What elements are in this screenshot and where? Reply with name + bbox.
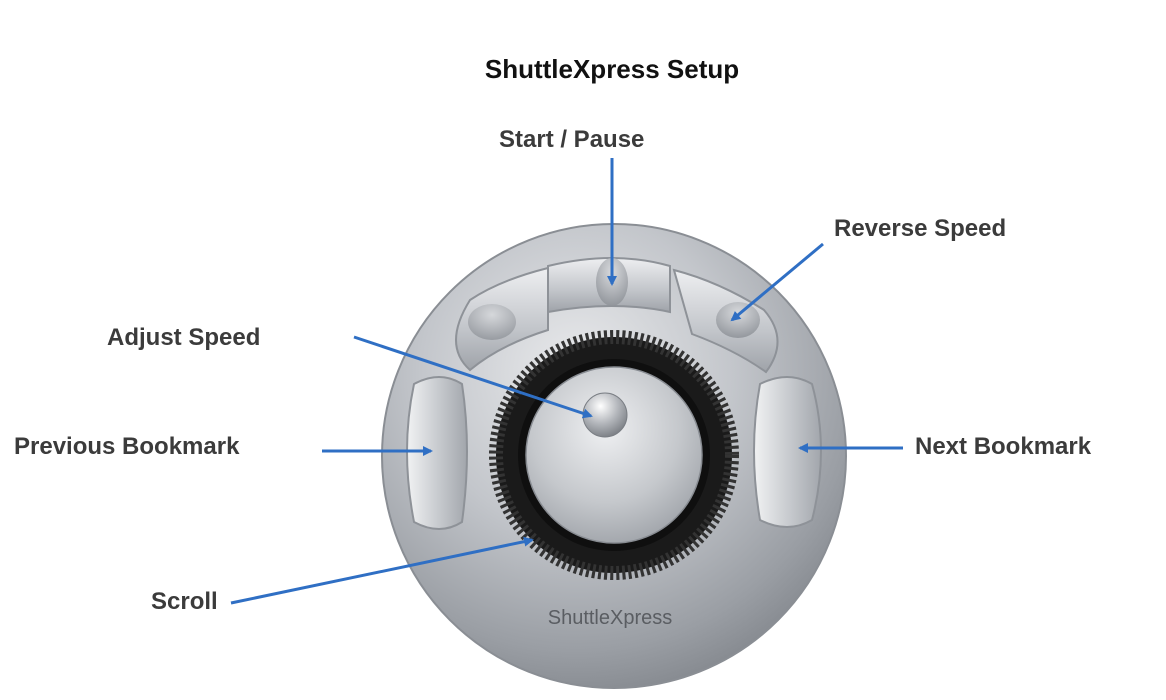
label-next-bookmark: Next Bookmark xyxy=(915,433,1092,460)
next-bookmark-button[interactable] xyxy=(753,376,822,528)
label-scroll: Scroll xyxy=(151,588,218,615)
scroll-arrow xyxy=(230,536,534,605)
top-left-button[interactable] xyxy=(455,266,549,372)
callout-arrows xyxy=(230,158,903,605)
label-reverse-speed: Reverse Speed xyxy=(834,215,1007,242)
label-previous-bookmark: Previous Bookmark xyxy=(14,433,240,460)
start-pause-button[interactable] xyxy=(547,257,671,314)
device-brand-text: ShuttleXpress xyxy=(548,607,673,629)
adjust-speed-dial[interactable] xyxy=(525,366,703,544)
reverse-speed-arrow xyxy=(730,242,824,322)
diagram-title: ShuttleXpress Setup xyxy=(484,54,740,84)
label-start-pause: Start / Pause xyxy=(499,126,645,153)
label-adjust-speed: Adjust Speed xyxy=(107,324,261,351)
previous-bookmark-button[interactable] xyxy=(406,376,468,530)
adjust-speed-arrow xyxy=(353,335,593,419)
